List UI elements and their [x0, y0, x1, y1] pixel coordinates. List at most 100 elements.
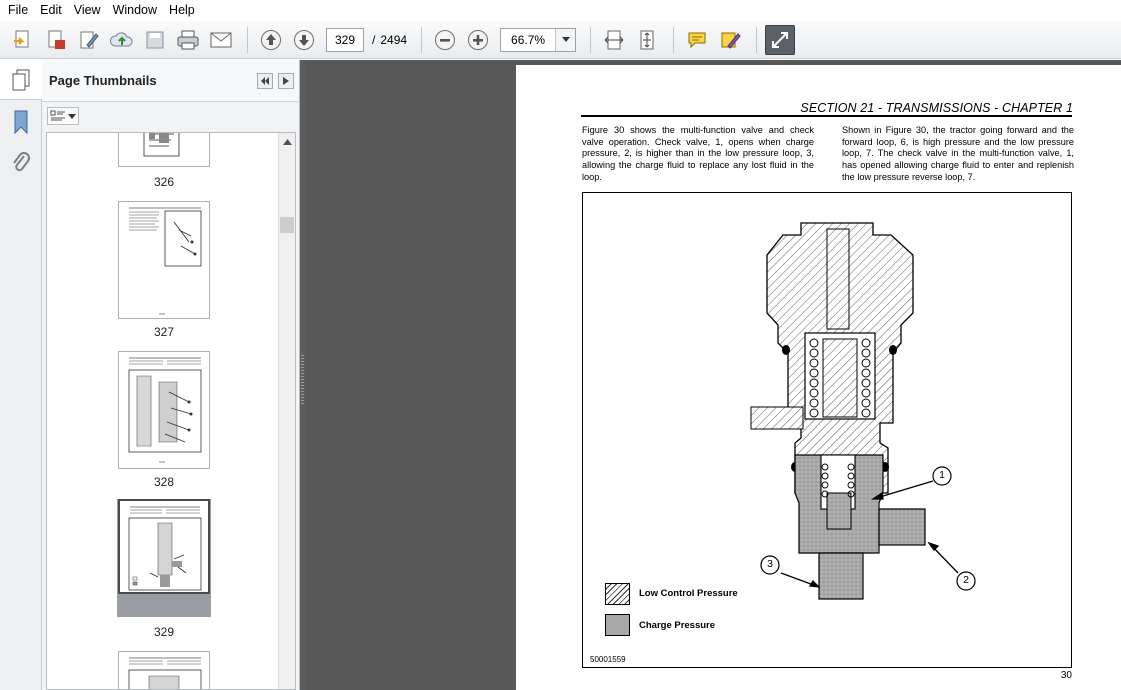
convert-pdf-icon: [48, 30, 65, 49]
valve-cross-section-drawing: [750, 222, 976, 600]
comment-button[interactable]: [682, 25, 712, 55]
arrow-up-icon: [261, 29, 281, 50]
email-button[interactable]: [206, 25, 236, 55]
page-thumbnail-image: [128, 657, 202, 689]
print-button[interactable]: [173, 25, 203, 55]
save-icon: [146, 31, 164, 48]
toolbar-separator: [673, 26, 675, 53]
section-heading: SECTION 21 - TRANSMISSIONS - CHAPTER 1: [800, 101, 1073, 115]
highlighter-pen-icon: [721, 32, 741, 49]
expand-panel-button[interactable]: [278, 72, 294, 89]
toolbar-separator: [421, 26, 423, 53]
toolbar-separator: [247, 26, 248, 53]
legend-swatch-low-control: [605, 583, 630, 605]
edit-document-button[interactable]: [74, 25, 104, 55]
thumbnail-page-label: 327: [153, 325, 175, 339]
page-thumbnails-tab[interactable]: [0, 60, 42, 100]
heading-rule: [581, 115, 1072, 117]
zoom-out-button[interactable]: [430, 25, 460, 55]
zoom-out-icon: [435, 29, 456, 50]
zoom-combobox[interactable]: 66.7%: [500, 27, 577, 52]
menu-edit[interactable]: Edit: [40, 3, 62, 17]
scrollbar-thumb[interactable]: [280, 217, 294, 233]
menu-view[interactable]: View: [73, 3, 101, 17]
menu-file[interactable]: File: [8, 3, 29, 17]
page-number-input[interactable]: [326, 27, 364, 52]
toolbar-separator: [590, 26, 592, 53]
thumbnails-panel-header: Page Thumbnails: [42, 60, 299, 102]
fit-width-button[interactable]: [599, 25, 629, 55]
previous-page-button[interactable]: [256, 25, 286, 55]
bookmarks-tab[interactable]: [0, 102, 42, 142]
collapse-panel-button[interactable]: [257, 72, 273, 89]
page-thumbnail[interactable]: [118, 351, 210, 469]
upload-button[interactable]: [107, 25, 137, 55]
page-number: 30: [1060, 670, 1072, 681]
create-pdf-icon: [14, 30, 29, 47]
menu-bar: File Edit View Window Help: [0, 0, 1121, 21]
fit-width-icon: [604, 30, 624, 49]
page-thumbnail-image: [128, 357, 202, 463]
save-button[interactable]: [140, 25, 170, 55]
page-thumbnail-image: [143, 133, 180, 157]
thumbnail-options-button[interactable]: [47, 107, 79, 125]
splitter-grip[interactable]: [301, 355, 304, 405]
page-thumbnail-image: [129, 207, 202, 315]
convert-pdf-button[interactable]: [41, 25, 71, 55]
chevron-up-icon: [282, 138, 292, 145]
thumbnails-panel: Page Thumbnails 326 327 328: [42, 60, 300, 690]
envelope-icon: [210, 32, 232, 47]
legend-swatch-charge: [605, 614, 630, 636]
legend-label-charge: Charge Pressure: [639, 620, 716, 631]
thumbnails-tools: [42, 102, 299, 130]
page-thumbnail-image: [128, 506, 202, 591]
total-pages: 2494: [380, 32, 408, 47]
zoom-in-button[interactable]: [463, 25, 493, 55]
fit-page-button[interactable]: [632, 25, 662, 55]
toolbar-separator: [756, 26, 758, 53]
zoom-in-icon: [468, 29, 489, 50]
page-separator: /: [372, 32, 376, 47]
create-pdf-button[interactable]: [8, 25, 38, 55]
thumbnails-list[interactable]: 326 327 328 329: [46, 132, 296, 690]
pages-icon: [12, 69, 30, 90]
page-thumbnail[interactable]: [118, 201, 210, 319]
comment-bubble-icon: [688, 32, 706, 48]
options-list-icon: [50, 110, 65, 121]
page-thumbnail-selected[interactable]: [118, 499, 210, 594]
arrow-down-icon: [294, 29, 314, 50]
figure-id: 50001559: [590, 655, 626, 664]
thumbnails-scrollbar[interactable]: [278, 133, 295, 689]
zoom-dropdown-button[interactable]: [555, 28, 576, 51]
bookmark-icon: [14, 110, 28, 135]
page-thumbnail[interactable]: [118, 651, 210, 689]
thumbnail-page-label: 326: [153, 175, 175, 189]
toolbar: / 2494 66.7%: [0, 21, 1121, 59]
document-page: SECTION 21 - TRANSMISSIONS - CHAPTER 1 F…: [516, 65, 1121, 690]
next-page-button[interactable]: [289, 25, 319, 55]
printer-icon: [177, 30, 199, 49]
chevron-down-icon: [561, 37, 570, 42]
attachments-tab[interactable]: [0, 142, 42, 182]
body-text-left: Figure 30 shows the multi-function valve…: [582, 125, 814, 182]
callout-3: 3: [767, 558, 773, 570]
thumbnail-page-label: 328: [153, 475, 175, 489]
thumbnail-page-label: 329: [153, 625, 175, 639]
full-screen-button[interactable]: [765, 24, 796, 55]
cloud-upload-icon: [110, 31, 133, 46]
callout-2: 2: [963, 574, 969, 586]
zoom-value[interactable]: 66.7%: [511, 32, 546, 47]
navigation-pane-strip: [0, 60, 42, 690]
expand-arrows-icon: [772, 31, 789, 48]
menu-help[interactable]: Help: [169, 3, 195, 17]
legend-label-low-control: Low Control Pressure: [639, 588, 738, 599]
chevron-down-icon: [68, 113, 76, 119]
page-thumbnail[interactable]: [118, 133, 210, 167]
panel-title: Page Thumbnails: [49, 73, 157, 88]
highlight-button[interactable]: [715, 25, 745, 55]
callout-1: 1: [939, 469, 945, 481]
valve-figure: 1 2 3 Low Control Pressure Charge Pressu…: [582, 192, 1072, 668]
document-view[interactable]: SECTION 21 - TRANSMISSIONS - CHAPTER 1 F…: [305, 60, 1121, 690]
menu-window[interactable]: Window: [112, 3, 158, 17]
scroll-up-button[interactable]: [279, 133, 295, 150]
